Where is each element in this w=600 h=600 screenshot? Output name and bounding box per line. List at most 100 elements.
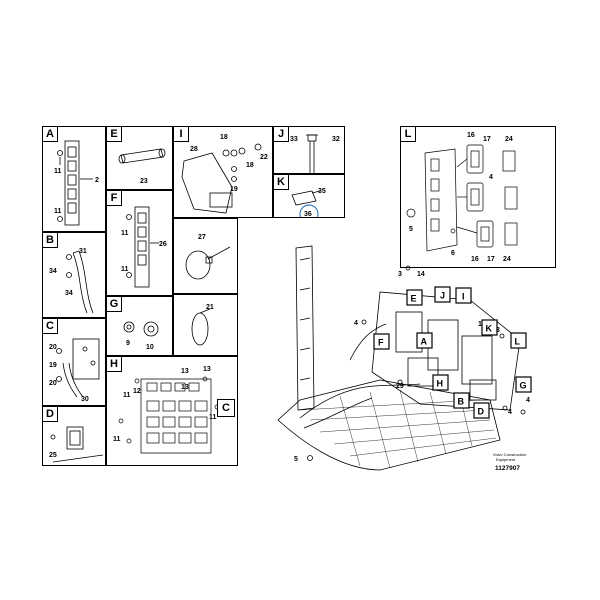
part-number: 10: [146, 344, 154, 351]
part-number: 22: [260, 154, 268, 161]
part-number: 17: [483, 136, 491, 143]
part-number: 31: [79, 248, 87, 255]
part-number: 11: [54, 208, 62, 215]
callout-box-l: [510, 332, 527, 349]
part-number: 20: [49, 344, 57, 351]
part-number: 32: [332, 136, 340, 143]
panel-a-drawing: 11 2 11: [54, 140, 99, 226]
part-number: 25: [49, 452, 57, 459]
part-number: 4: [354, 320, 358, 327]
part-number: 36: [304, 211, 312, 218]
part-number: 30: [81, 396, 89, 403]
part-number: 4: [526, 397, 530, 404]
panel-i-label: I: [174, 127, 189, 142]
panel-cable-tie-21: 21: [173, 294, 238, 356]
brand-line-2: Equipment: [496, 457, 516, 462]
panel-f: F 11 26 11: [106, 190, 173, 296]
panel-h-drawing: 13 12 13 11 13 11 11: [113, 366, 220, 454]
panel-l-drawing: 16 17 24 4 5 6 16 17 24: [406, 132, 518, 263]
highlight-circle: [299, 204, 319, 217]
part-number: 14: [417, 271, 425, 278]
callout-box-j: [434, 286, 451, 303]
panel-h: H 13 12 13 11 13 11 11: [106, 356, 238, 466]
part-number: 18: [246, 162, 254, 169]
part-number: 9: [126, 340, 130, 347]
panel-e: E 23: [106, 126, 173, 190]
callout-box-a: [416, 332, 433, 349]
callout-box-g: [515, 376, 532, 393]
callout-e: E: [411, 294, 417, 304]
part-number: 11: [54, 168, 62, 175]
part-number: 28: [190, 146, 198, 153]
part-number: 11: [121, 230, 129, 237]
part-number: 26: [159, 241, 167, 248]
panel-g-label: G: [107, 297, 122, 312]
part-number: 33: [290, 136, 298, 143]
panel-c-drawing: 20 19 20 30: [49, 338, 100, 403]
panel-b-label: B: [43, 233, 58, 248]
drawing-number: 1127907: [495, 465, 520, 472]
panel-a-label: A: [43, 127, 58, 142]
panel-b: B 31 34 34: [42, 232, 106, 318]
part-number: 21: [206, 304, 214, 311]
cable-tie-21-drawing: 21: [191, 304, 214, 346]
callout-box-i: [455, 287, 472, 304]
callout-box-k: [481, 319, 498, 336]
ref-callout-c: C: [217, 399, 235, 417]
part-number: 11: [123, 392, 131, 399]
part-number: 27: [198, 234, 206, 241]
callout-b: B: [458, 397, 465, 407]
part-number: 24: [505, 136, 513, 143]
part-number: 23: [140, 178, 148, 185]
part-number: 4: [508, 409, 512, 416]
part-number: 6: [451, 250, 455, 257]
panel-g-drawing: 9 10: [123, 321, 159, 351]
panel-e-drawing: 23: [118, 148, 166, 185]
callout-box-d: [473, 402, 490, 419]
part-number: 24: [503, 256, 511, 263]
panel-g: G 9 10: [106, 296, 173, 356]
panel-cable-tie-27: 27: [173, 218, 238, 294]
part-number: 16: [467, 132, 475, 139]
panel-i-drawing: 18 28 22 18 19: [181, 134, 268, 214]
panel-i: I 18 28 22 18 19: [173, 126, 273, 218]
part-number: 19: [49, 362, 57, 369]
panel-b-drawing: 31 34 34: [49, 248, 94, 314]
panel-a: A 11 2 11: [42, 126, 106, 232]
part-number: 11: [209, 414, 217, 421]
brand-line-1: Volvo Construction: [493, 452, 526, 457]
callout-h: H: [437, 379, 444, 389]
panel-k-label: K: [274, 175, 289, 190]
part-number: 13: [181, 368, 189, 375]
cable-tie-27-drawing: 27: [185, 234, 231, 280]
part-number: 13: [203, 366, 211, 373]
callout-d: D: [478, 407, 485, 417]
callout-i: I: [462, 292, 465, 302]
part-number: 11: [121, 266, 129, 273]
panel-e-label: E: [107, 127, 122, 142]
part-number: 29: [396, 383, 404, 390]
panel-l-label: L: [401, 127, 416, 142]
part-number: 18: [220, 134, 228, 141]
part-number: 11: [113, 436, 121, 443]
callout-j: J: [440, 291, 445, 301]
callout-g: G: [520, 381, 527, 391]
part-number: 17: [487, 256, 495, 263]
panel-k-drawing: 35 36: [291, 188, 326, 218]
panel-d-drawing: 25: [49, 426, 104, 463]
part-number: 1: [478, 321, 482, 328]
panel-l: L 16 17 24 4 5 6 16 17 24: [400, 126, 556, 268]
callout-k: K: [486, 324, 493, 334]
part-number: 3: [398, 271, 402, 278]
part-number: 5: [409, 226, 413, 233]
callout-box-f: [373, 333, 390, 350]
part-number: 35: [318, 188, 326, 195]
panel-f-drawing: 11 26 11: [121, 206, 167, 288]
part-number: 3: [496, 327, 500, 334]
part-number: 19: [230, 186, 238, 193]
panel-j: J 33 32: [273, 126, 345, 174]
panel-c-label: C: [43, 319, 58, 334]
callout-box-h: [432, 374, 449, 391]
